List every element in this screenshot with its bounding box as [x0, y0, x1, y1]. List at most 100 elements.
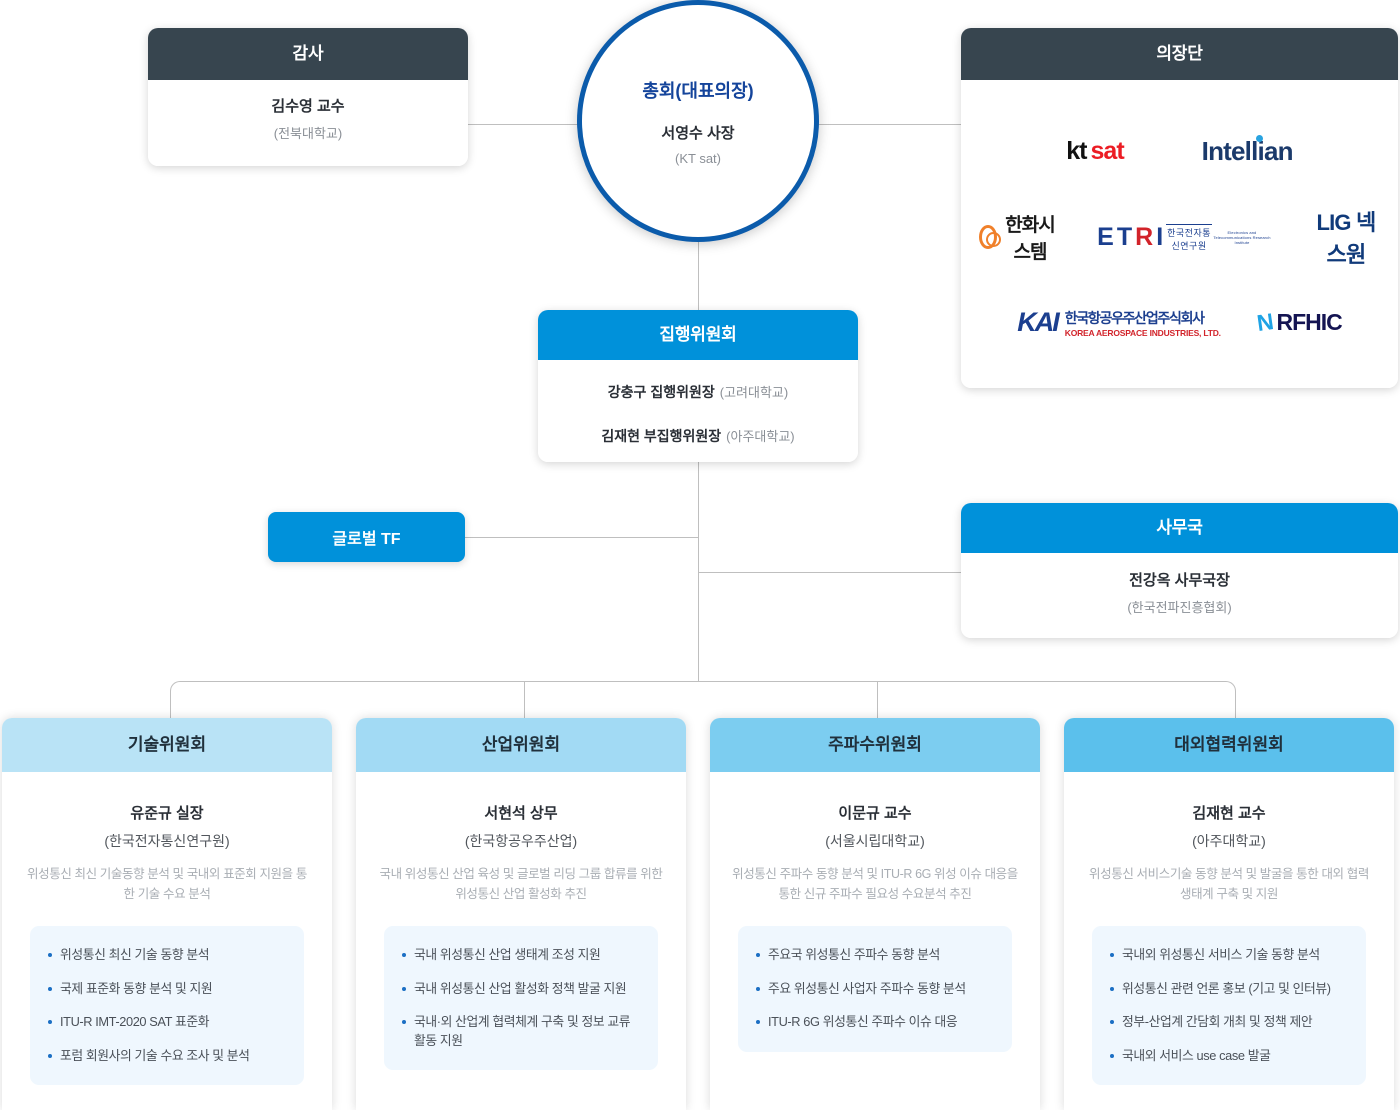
audit-person-org: (전북대학교) — [273, 126, 343, 141]
secretariat-card[interactable]: 사무국 전강옥 사무국장 (한국전파진흥협회) — [961, 503, 1398, 638]
connector-assembly-to-chairgroup — [816, 124, 962, 125]
committee-description: 국내 위성통신 산업 육성 및 글로벌 리딩 그룹 합류를 위한 위성통신 산업… — [379, 867, 663, 901]
chair-group-header: 의장단 — [961, 28, 1398, 80]
list-item: 국제 표준화 동향 분석 및 지원 — [46, 980, 290, 999]
audit-person-name: 김수영 교수 — [271, 98, 345, 115]
committee-chair-name: 서현석 상무 — [484, 805, 558, 822]
intellian-dot-icon — [1255, 135, 1263, 142]
assembly-title: 총회(대표의장) — [642, 80, 754, 101]
list-item: ITU-R IMT-2020 SAT 표준화 — [46, 1013, 290, 1032]
executive-row: 김재현 부집행위원장 (아주대학교) — [538, 426, 858, 446]
global-tf-node[interactable]: 글로벌 TF — [268, 512, 465, 562]
assembly-person-org: (KT sat) — [675, 150, 721, 166]
committee-description: 위성통신 최신 기술동향 분석 및 국내외 표준회 지원을 통한 기술 수요 분… — [27, 867, 307, 901]
committee-chair-org: (한국항공우주산업) — [464, 833, 578, 849]
connector-committee-branch-bar — [170, 681, 1236, 719]
committee-task-list: 국내외 위성통신 서비스 기술 동향 분석 위성통신 관련 언론 홍보 (기고 … — [1092, 926, 1366, 1086]
executive-vicechair-name: 김재현 부집행위원장 — [601, 428, 722, 444]
secretariat-person-org: (한국전파진흥협회) — [1127, 600, 1232, 615]
rfhic-mark-icon: N — [1255, 307, 1276, 337]
etri-icon: ETRI 한국전자통신연구원 Electronics and Telecommu… — [1097, 223, 1272, 252]
intellian-text: Intellian — [1201, 136, 1294, 166]
committee-card-industry[interactable]: 산업위원회 서현석 상무 (한국항공우주산업) 국내 위성통신 산업 육성 및 … — [356, 718, 686, 1110]
list-item: 국내외 위성통신 서비스 기술 동향 분석 — [1108, 946, 1352, 965]
committee-body: 이문규 교수 (서울시립대학교) 위성통신 주파수 동향 분석 및 ITU-R … — [710, 772, 1040, 1052]
committee-task-list: 위성통신 최신 기술 동향 분석 국제 표준화 동향 분석 및 지원 ITU-R… — [30, 926, 304, 1086]
secretariat-header: 사무국 — [961, 503, 1398, 553]
committee-card-spectrum[interactable]: 주파수위원회 이문규 교수 (서울시립대학교) 위성통신 주파수 동향 분석 및… — [710, 718, 1040, 1110]
committee-description: 위성통신 주파수 동향 분석 및 ITU-R 6G 위성 이슈 대응을 통한 신… — [732, 867, 1018, 901]
committee-card-external-cooperation[interactable]: 대외협력위원회 김재현 교수 (아주대학교) 위성통신 서비스기술 동향 분석 … — [1064, 718, 1394, 1110]
etri-korean-name: 한국전자통신연구원 — [1166, 223, 1212, 252]
etri-english-name: Electronics and Telecommunications Resea… — [1213, 229, 1271, 245]
list-item: 포럼 회원사의 기술 수요 조사 및 분석 — [46, 1047, 290, 1066]
list-item: 국내외 서비스 use case 발굴 — [1108, 1047, 1352, 1066]
committee-header: 대외협력위원회 — [1064, 718, 1394, 772]
executive-committee-header: 집행위원회 — [538, 310, 858, 360]
hanwha-text: 한화시스템 — [1005, 215, 1055, 263]
connector-exec-trunk — [698, 460, 699, 682]
hanwha-circle-icon — [979, 225, 1001, 249]
executive-chair-org: (고려대학교) — [719, 385, 789, 400]
committee-card-technology[interactable]: 기술위원회 유준규 실장 (한국전자통신연구원) 위성통신 최신 기술동향 분석… — [2, 718, 332, 1110]
kai-name-block: 한국항공우주산업주식회사 KOREA AEROSPACE INDUSTRIES,… — [1065, 308, 1221, 338]
executive-chair-name: 강충구 집행위원장 — [607, 384, 715, 400]
executive-vicechair-org: (아주대학교) — [726, 429, 795, 444]
committee-chair-org: (아주대학교) — [1192, 833, 1266, 849]
connector-audit-to-assembly — [468, 124, 580, 125]
lig-nex1-icon: LIG 넥스원 — [1312, 205, 1380, 269]
executive-committee-body: 강충구 집행위원장 (고려대학교) 김재현 부집행위원장 (아주대학교) — [538, 360, 858, 462]
audit-header: 감사 — [148, 28, 468, 80]
kai-icon: KAI 한국항공우주산업주식회사 KOREA AEROSPACE INDUSTR… — [1017, 307, 1221, 338]
committee-chair-name: 유준규 실장 — [130, 805, 204, 822]
connector-committee-drop-1 — [524, 681, 525, 719]
committee-chair-org: (한국전자통신연구원) — [104, 833, 230, 849]
kt-sat-kt-text: kt — [1066, 137, 1087, 165]
logo-row-3: KAI 한국항공우주산업주식회사 KOREA AEROSPACE INDUSTR… — [979, 307, 1380, 338]
committee-chair-name: 이문규 교수 — [838, 805, 912, 822]
global-tf-label: 글로벌 TF — [332, 531, 401, 548]
intellian-icon: Intellian — [1201, 135, 1294, 167]
logo-row-2: 한화시스템 ETRI 한국전자통신연구원 Electronics and Tel… — [979, 205, 1380, 269]
general-assembly-node[interactable]: 총회(대표의장) 서영수 사장 (KT sat) — [577, 0, 819, 242]
lig-nex1-text: LIG 넥스원 — [1316, 210, 1376, 267]
kai-korean-name: 한국항공우주산업주식회사 — [1064, 309, 1205, 326]
executive-row: 강충구 집행위원장 (고려대학교) — [538, 382, 858, 402]
list-item: 위성통신 최신 기술 동향 분석 — [46, 946, 290, 965]
list-item: ITU-R 6G 위성통신 주파수 이슈 대응 — [754, 1013, 998, 1032]
connector-office — [698, 572, 962, 573]
connector-committee-drop-2 — [877, 681, 878, 719]
kt-sat-sat-text: sat — [1090, 137, 1125, 165]
assembly-person-name: 서영수 사장 — [661, 124, 735, 142]
committee-chair-org: (서울시립대학교) — [825, 833, 925, 849]
committee-header: 산업위원회 — [356, 718, 686, 772]
committee-body: 김재현 교수 (아주대학교) 위성통신 서비스기술 동향 분석 및 발굴을 통한… — [1064, 772, 1394, 1086]
etri-wordmark: ETRI — [1097, 222, 1167, 251]
secretariat-body: 전강옥 사무국장 (한국전파진흥협회) — [961, 553, 1398, 638]
committee-header: 기술위원회 — [2, 718, 332, 772]
list-item: 정부-산업계 간담회 개최 및 정책 제안 — [1108, 1013, 1352, 1032]
connector-assembly-trunk — [698, 240, 699, 312]
committee-body: 서현석 상무 (한국항공우주산업) 국내 위성통신 산업 육성 및 글로벌 리딩… — [356, 772, 686, 1071]
list-item: 국내 위성통신 산업 활성화 정책 발굴 지원 — [400, 980, 644, 999]
committee-chair-name: 김재현 교수 — [1192, 805, 1266, 822]
audit-card[interactable]: 감사 김수영 교수 (전북대학교) — [148, 28, 468, 166]
executive-committee-card[interactable]: 집행위원회 강충구 집행위원장 (고려대학교) 김재현 부집행위원장 (아주대학교) — [538, 310, 858, 462]
connector-globaltf — [465, 537, 699, 538]
committee-description: 위성통신 서비스기술 동향 분석 및 발굴을 통한 대외 협력 생태계 구축 및… — [1089, 867, 1369, 901]
list-item: 주요 위성통신 사업자 주파수 동향 분석 — [754, 980, 998, 999]
committee-header: 주파수위원회 — [710, 718, 1040, 772]
list-item: 국내 위성통신 산업 생태계 조성 지원 — [400, 946, 644, 965]
list-item: 주요국 위성통신 주파수 동향 분석 — [754, 946, 998, 965]
committee-body: 유준규 실장 (한국전자통신연구원) 위성통신 최신 기술동향 분석 및 국내외… — [2, 772, 332, 1086]
list-item: 국내·외 산업계 협력체계 구축 및 정보 교류 활동 지원 — [400, 1013, 644, 1050]
secretariat-person-name: 전강옥 사무국장 — [1129, 572, 1230, 589]
committee-task-list: 주요국 위성통신 주파수 동향 분석 주요 위성통신 사업자 주파수 동향 분석… — [738, 926, 1012, 1052]
rfhic-text: RFHIC — [1276, 309, 1342, 335]
kai-english-name: KOREA AEROSPACE INDUSTRIES, LTD. — [1064, 327, 1221, 338]
